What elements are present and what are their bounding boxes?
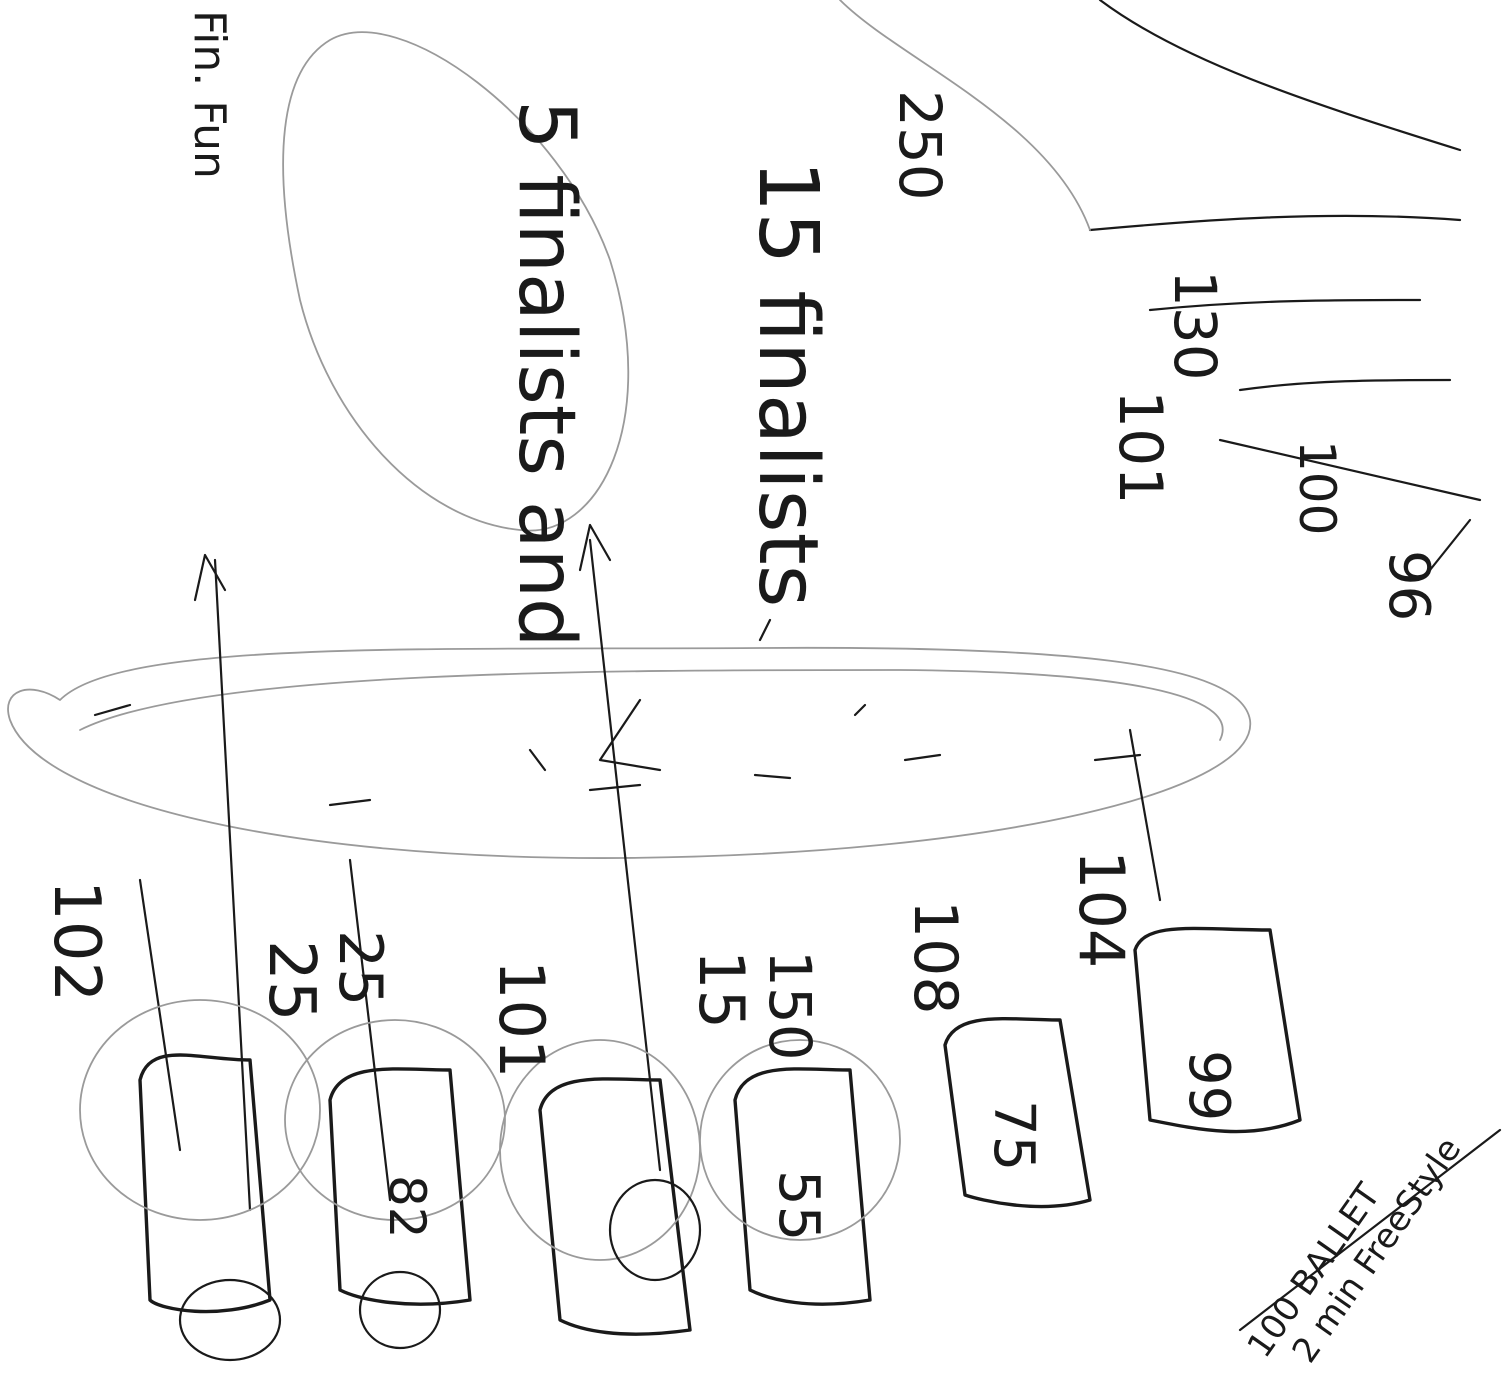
- box-label-99: 99: [1176, 1050, 1241, 1121]
- number-25-a: 25: [254, 940, 328, 1021]
- top-right-250: 250: [886, 90, 954, 201]
- number-102: 102: [39, 880, 113, 1002]
- box-circles: [79, 999, 901, 1362]
- top-right-130: 130: [1161, 270, 1229, 381]
- box-label-75: 75: [981, 1100, 1046, 1171]
- top-right-101: 101: [1105, 390, 1175, 505]
- top-right-96: 96: [1376, 550, 1441, 621]
- finalists-15-note: 15 finalists: [740, 160, 835, 607]
- box-label-82: 82: [378, 1175, 436, 1239]
- bottom-underline: [1238, 1128, 1502, 1332]
- number-108: 108: [900, 900, 970, 1015]
- number-15: 15: [685, 950, 758, 1029]
- large-ellipse: [7, 646, 1251, 859]
- connector-lines: [138, 523, 1162, 1212]
- finalists-5-note: 5 finalists and: [501, 100, 591, 648]
- box-label-55: 55: [766, 1170, 831, 1241]
- number-101: 101: [485, 960, 558, 1078]
- stem-lines: [839, 0, 1482, 572]
- tally-dashes: [93, 703, 1142, 807]
- corner-note: Fin. Fun: [184, 10, 235, 179]
- upper-oval: [282, 31, 630, 532]
- number-104: 104: [1065, 850, 1138, 968]
- top-right-100: 100: [1288, 440, 1346, 535]
- number-25-b: 25: [325, 930, 395, 1006]
- number-150: 150: [756, 950, 824, 1061]
